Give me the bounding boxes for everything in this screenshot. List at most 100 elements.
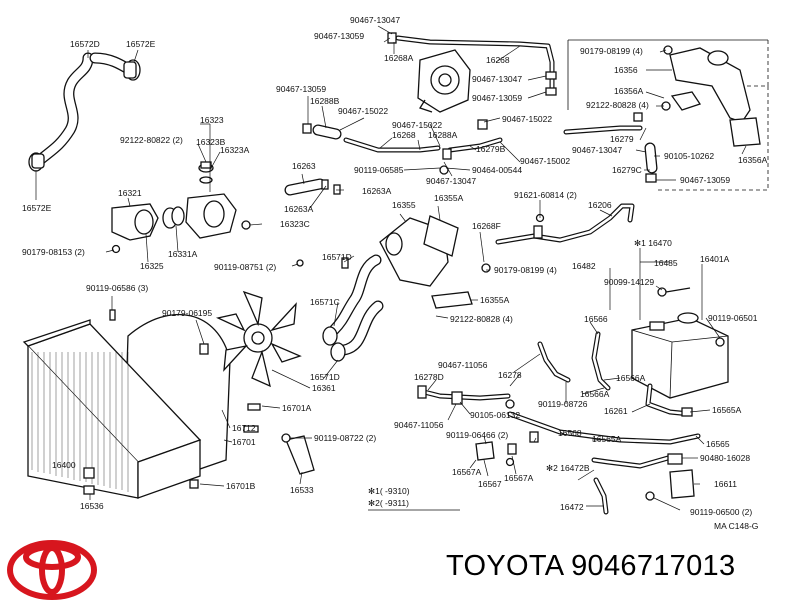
heater-pipe-16206	[495, 203, 635, 245]
label: 16482	[572, 261, 596, 271]
label: 90105-06132	[470, 410, 520, 420]
reserve-tank-16470	[631, 287, 729, 399]
thermostat-housing	[111, 161, 304, 267]
label: 16323	[200, 115, 224, 125]
label: 92122-80822 (2)	[120, 135, 183, 145]
label: 16278	[498, 370, 522, 380]
label: 16565A	[712, 405, 742, 415]
part-number-title: TOYOTA 9046717013	[446, 550, 736, 582]
label: 16268	[486, 55, 510, 65]
label: 16361	[312, 383, 336, 393]
label: 90119-08751 (2)	[214, 262, 276, 272]
label: 90179-08153 (2)	[22, 247, 85, 257]
label: 16533	[290, 485, 314, 495]
label: 91621-60814 (2)	[514, 190, 577, 200]
label: ✻2 16472B	[546, 463, 590, 473]
bypass-pipe-16278	[417, 341, 571, 409]
label: 90119-06585	[354, 165, 404, 175]
label: 90105-10262	[664, 151, 714, 161]
label: 90467-13059	[472, 93, 522, 103]
label: 16323C	[280, 219, 310, 229]
bypass-hose	[284, 178, 341, 196]
label: 16268A	[384, 53, 414, 63]
parts-diagram: 16572D 16572E 16572E 16323 92122-80822 (…	[22, 15, 769, 530]
label: 90119-06500 (2)	[690, 507, 752, 517]
label: 16355A	[434, 193, 464, 203]
label: 16325	[140, 261, 164, 271]
part-labels: 16572D 16572E 16572E 16323 92122-80822 (…	[22, 15, 768, 530]
label: 16536	[80, 501, 104, 511]
label: 90119-06466 (2)	[446, 430, 508, 440]
note: ✻2( -9311)	[368, 498, 409, 508]
label: 16567A	[504, 473, 534, 483]
label: 90179-08199 (4)	[580, 46, 643, 56]
label: 16571C	[310, 297, 340, 307]
radiator-16400	[22, 319, 202, 499]
label: 16401A	[700, 254, 730, 264]
label: 90467-13047	[350, 15, 400, 25]
label: 16356A	[614, 86, 644, 96]
label: 90467-13059	[314, 31, 364, 41]
label: 16206	[588, 200, 612, 210]
label: 16268	[392, 130, 416, 140]
label: 16572E	[22, 203, 52, 213]
label: 90467-13059	[680, 175, 730, 185]
overflow-hoses	[507, 331, 701, 515]
label: 16571D	[322, 252, 352, 262]
label: 90467-11056	[438, 360, 488, 370]
label: 16355A	[480, 295, 510, 305]
water-outlet-16356	[567, 39, 769, 191]
label: 16356A	[738, 155, 768, 165]
label: 16565	[706, 439, 730, 449]
label: 16568	[558, 428, 582, 438]
label: 92122-80828 (4)	[586, 100, 649, 110]
small-brackets-bottom	[475, 431, 539, 467]
label: 90467-13059	[276, 84, 326, 94]
toyota-logo-icon	[7, 540, 97, 600]
cooling-fan-16361	[109, 290, 302, 433]
label: 90467-15022	[338, 106, 388, 116]
label: 16566A	[616, 373, 646, 383]
label: 16355	[392, 200, 416, 210]
label: 16279	[610, 134, 634, 144]
label: 90480-16028	[700, 453, 750, 463]
label: 16268F	[472, 221, 501, 231]
label: 16263A	[362, 186, 392, 196]
water-bypass-pipes-top	[302, 32, 658, 183]
label: 16279C	[612, 165, 642, 175]
label: 90467-15022	[502, 114, 552, 124]
label: 16472	[560, 502, 584, 512]
label: 16611	[714, 479, 737, 489]
label: 90179-08199 (4)	[494, 265, 557, 275]
label: 90464-00544	[472, 165, 522, 175]
label: 16567	[478, 479, 502, 489]
label: 90467-13047	[426, 176, 476, 186]
diagram-ref: MA C148-G	[714, 521, 758, 530]
label: 16261	[604, 406, 628, 416]
label: 16565A	[592, 434, 622, 444]
label: 16400	[52, 460, 76, 470]
water-inlet-16355	[379, 215, 491, 309]
label: 16331A	[168, 249, 198, 259]
label: 16566	[584, 314, 608, 324]
label: 90119-08722 (2)	[314, 433, 376, 443]
label: 16323B	[196, 137, 226, 147]
label: 16279B	[476, 144, 506, 154]
label: 90467-15002	[520, 156, 570, 166]
label: 16712	[232, 423, 256, 433]
note: ✻1( -9310)	[368, 486, 410, 496]
label: 16263A	[284, 204, 314, 214]
label: 16278D	[414, 372, 444, 382]
label: ✻1 16470	[634, 238, 672, 248]
label: 16572E	[126, 39, 156, 49]
label: 16566A	[580, 389, 610, 399]
label: 16567A	[452, 467, 482, 477]
label: 16323A	[220, 145, 250, 155]
label: 16701A	[282, 403, 312, 413]
label: 90467-15022	[392, 120, 442, 130]
label: 16572D	[70, 39, 100, 49]
label: 16356	[614, 65, 638, 75]
label: 16263	[292, 161, 316, 171]
throttle-body	[417, 49, 471, 113]
label: 16288A	[428, 130, 458, 140]
